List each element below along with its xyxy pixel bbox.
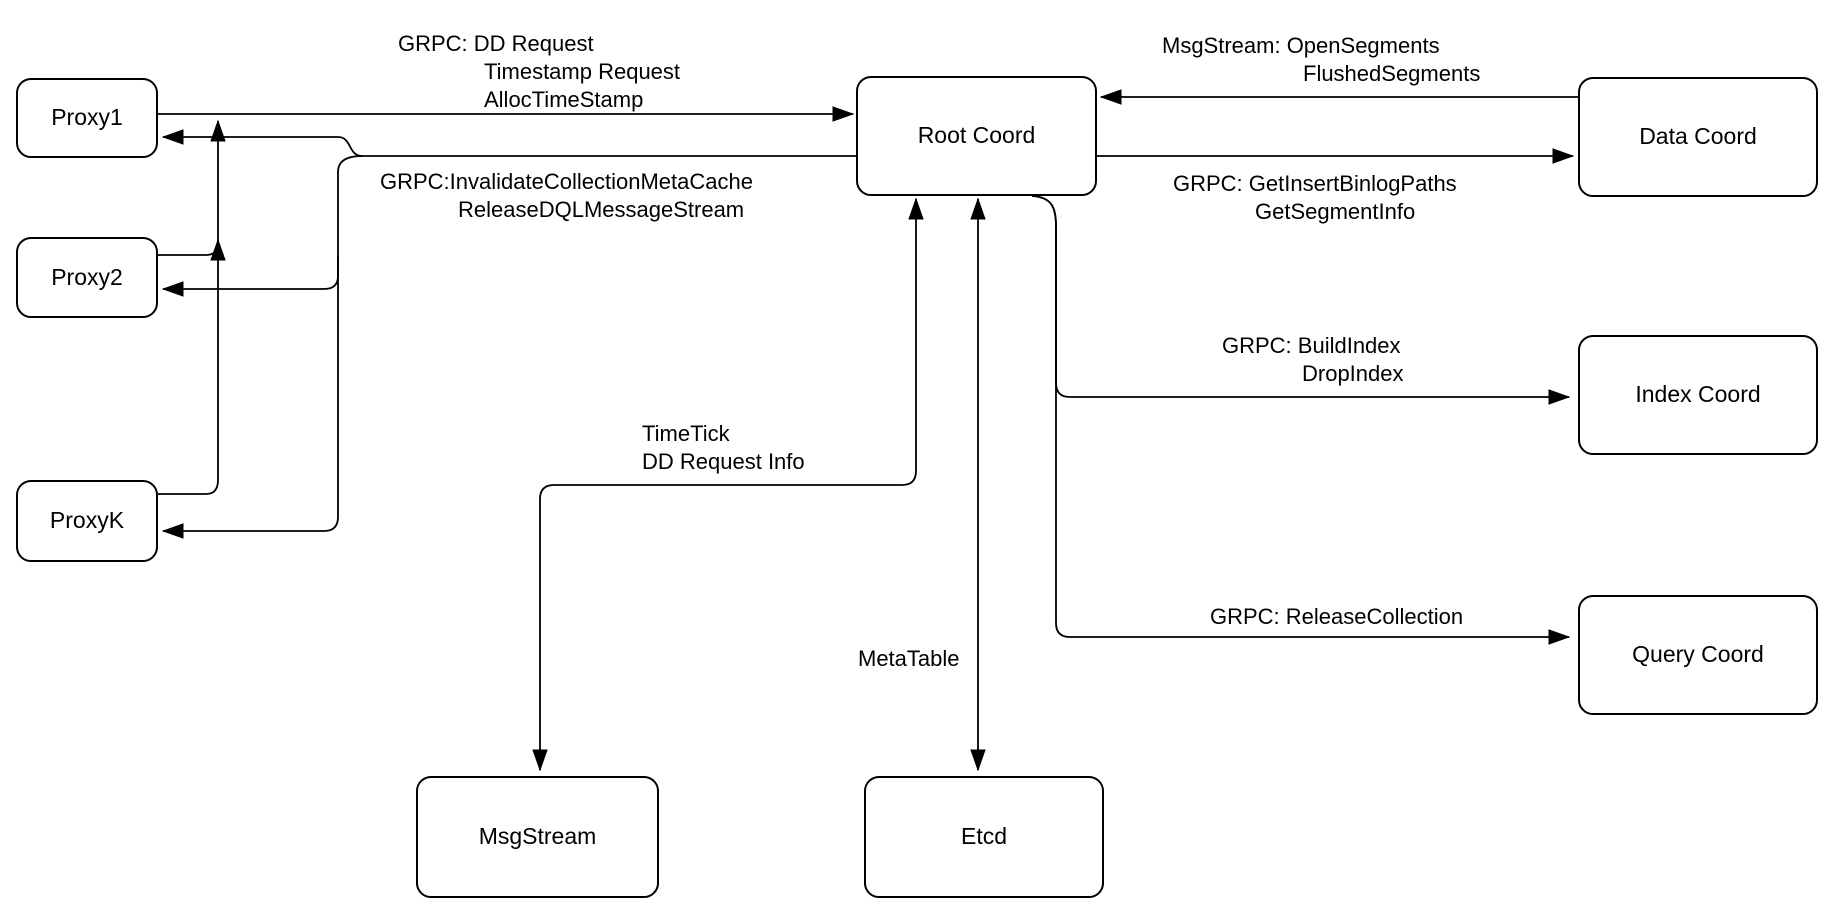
- label-root-to-index: GRPC: BuildIndex DropIndex: [1222, 332, 1404, 388]
- label-line: MsgStream: OpenSegments: [1162, 33, 1440, 58]
- edge-proxy2-merge-up: [158, 240, 218, 255]
- edge-proxyk-merge-up: [158, 121, 218, 495]
- node-proxy1: Proxy1: [16, 78, 158, 158]
- label-line: FlushedSegments: [1303, 61, 1481, 86]
- node-proxy2-label: Proxy2: [51, 263, 123, 290]
- node-root-coord: Root Coord: [856, 76, 1097, 196]
- label-line: DropIndex: [1302, 361, 1404, 386]
- label-root-to-data: GRPC: GetInsertBinlogPaths GetSegmentInf…: [1173, 170, 1457, 226]
- label-root-to-msgstream: TimeTick DD Request Info: [642, 420, 805, 476]
- node-proxy2: Proxy2: [16, 237, 158, 318]
- node-msgstream: MsgStream: [416, 776, 659, 898]
- label-line: Timestamp Request: [484, 59, 681, 84]
- node-data-coord-label: Data Coord: [1639, 123, 1757, 150]
- label-line: TimeTick: [642, 421, 730, 446]
- node-query-coord-label: Query Coord: [1632, 641, 1764, 668]
- label-line: GetSegmentInfo: [1255, 199, 1416, 224]
- label-proxy-to-root: GRPC: DD Request Timestamp Request Alloc…: [398, 30, 680, 114]
- edge-rootcoord-to-querycoord: [1031, 195, 1569, 637]
- node-index-coord: Index Coord: [1578, 335, 1818, 455]
- label-line: GRPC: BuildIndex: [1222, 333, 1401, 358]
- node-proxyk-label: ProxyK: [49, 507, 125, 534]
- node-index-coord-label: Index Coord: [1635, 381, 1761, 408]
- label-line: GRPC:InvalidateCollectionMetaCache: [380, 169, 753, 194]
- label-line: GRPC: ReleaseCollection: [1210, 604, 1464, 629]
- node-query-coord: Query Coord: [1578, 595, 1818, 715]
- edge-rootcoord-to-proxy2: [163, 256, 339, 289]
- node-etcd: Etcd: [864, 776, 1104, 898]
- label-line: MetaTable: [858, 646, 960, 671]
- node-msgstream-label: MsgStream: [478, 823, 597, 850]
- label-line: DD Request Info: [642, 449, 805, 474]
- label-line: GRPC: GetInsertBinlogPaths: [1173, 171, 1457, 196]
- label-line: AllocTimeStamp: [484, 87, 644, 112]
- node-proxy1-label: Proxy1: [51, 104, 123, 131]
- edge-rootcoord-msgstream: [540, 199, 916, 770]
- node-data-coord: Data Coord: [1578, 77, 1818, 197]
- label-line: ReleaseDQLMessageStream: [458, 197, 745, 222]
- label-root-to-query: GRPC: ReleaseCollection: [1210, 603, 1463, 631]
- node-etcd-label: Etcd: [960, 823, 1008, 850]
- edge-rootcoord-to-proxy1: [163, 137, 856, 157]
- label-line: GRPC: DD Request: [398, 31, 594, 56]
- edge-rootcoord-to-proxyk: [163, 155, 363, 531]
- label-root-to-etcd: MetaTable: [858, 645, 960, 673]
- node-proxyk: ProxyK: [16, 480, 158, 562]
- label-root-to-proxies: GRPC:InvalidateCollectionMetaCache Relea…: [380, 168, 753, 224]
- node-root-coord-label: Root Coord: [917, 122, 1036, 149]
- label-data-to-root: MsgStream: OpenSegments FlushedSegments: [1162, 32, 1480, 88]
